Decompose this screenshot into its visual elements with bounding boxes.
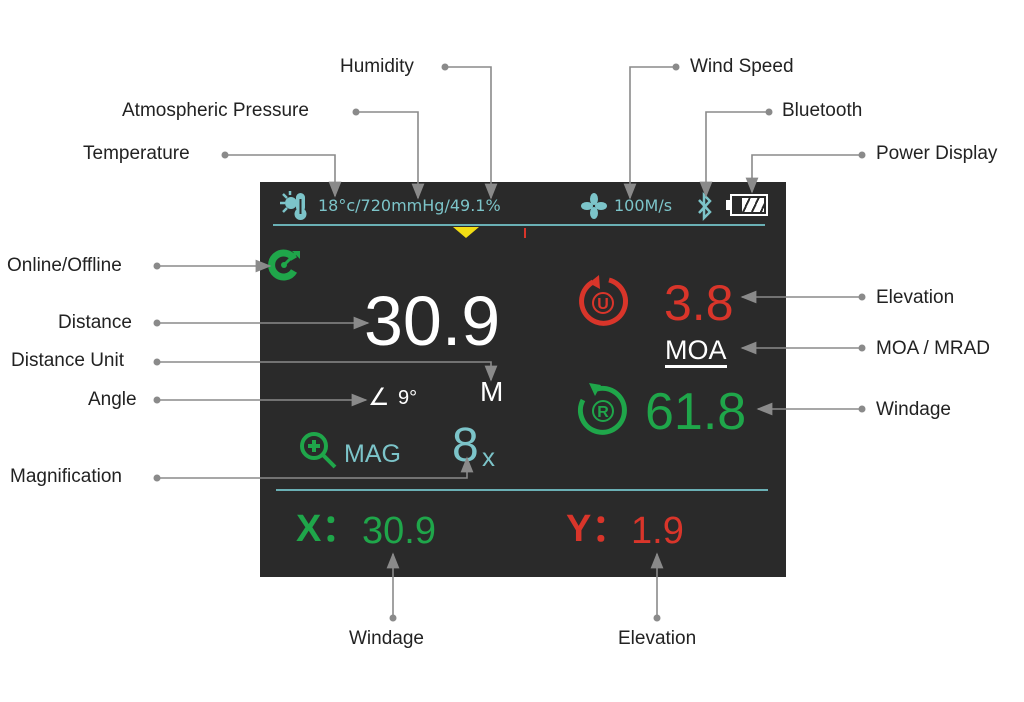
callout-bluetooth: Bluetooth <box>782 100 863 121</box>
callout-humidity: Humidity <box>340 56 414 77</box>
callout-online: Online/Offline <box>7 255 122 276</box>
angle-value: 9° <box>398 387 418 409</box>
position-marker-icon <box>453 227 479 238</box>
callout-pressure: Atmospheric Pressure <box>122 100 309 121</box>
leader-wind <box>623 66 676 200</box>
svg-text:U: U <box>597 296 609 313</box>
center-tick <box>524 228 526 238</box>
unit-toggle[interactable]: MOA <box>665 337 727 368</box>
y-value: 1.9 <box>631 510 684 552</box>
battery-icon <box>726 194 770 216</box>
distance-unit: M <box>480 376 504 407</box>
svg-text:R: R <box>597 404 609 421</box>
windage-value: 61.8 <box>645 383 747 441</box>
angle-symbol: ∠ <box>368 384 390 411</box>
mag-value: 8 <box>452 419 479 472</box>
elevation-value: 3.8 <box>664 275 734 331</box>
callout-wind-speed: Wind Speed <box>690 56 794 77</box>
callout-power: Power Display <box>876 143 998 164</box>
callout-elevation-bottom: Elevation <box>618 628 697 649</box>
magnify-plus-icon[interactable] <box>298 430 340 470</box>
top-divider <box>273 224 765 226</box>
fan-icon <box>581 193 607 219</box>
callout-windage-bottom: Windage <box>349 628 424 649</box>
online-icon[interactable] <box>268 249 302 281</box>
leader-humidity <box>445 66 498 200</box>
env-readout: 18°c/720mmHg/49.1% <box>318 196 501 215</box>
callout-temperature: Temperature <box>83 143 190 164</box>
bluetooth-icon <box>698 192 712 222</box>
rotate-right-icon: R <box>577 383 627 435</box>
y-label: Y： <box>566 508 630 550</box>
x-label: X： <box>296 508 360 550</box>
mag-label: MAG <box>344 440 401 468</box>
callout-moa-mrad: MOA / MRAD <box>876 338 991 359</box>
callout-magnification: Magnification <box>10 466 122 487</box>
bottom-divider <box>276 489 768 491</box>
callout-angle: Angle <box>88 389 137 410</box>
wind-readout: 100M/s <box>614 196 673 215</box>
callout-distance-unit: Distance Unit <box>11 350 124 371</box>
callout-windage-right: Windage <box>876 399 951 420</box>
x-value: 30.9 <box>362 510 436 552</box>
callout-elevation-right: Elevation <box>876 287 955 308</box>
mag-suffix: x <box>482 442 495 472</box>
rotate-up-icon: U <box>579 275 628 326</box>
callout-distance: Distance <box>58 312 132 333</box>
distance-value: 30.9 <box>364 282 501 360</box>
rangefinder-display: 18°c/720mmHg/49.1% 100M/s 30.9 M ∠ 9° MA… <box>260 182 786 577</box>
thermometer-sun-icon <box>280 191 307 220</box>
